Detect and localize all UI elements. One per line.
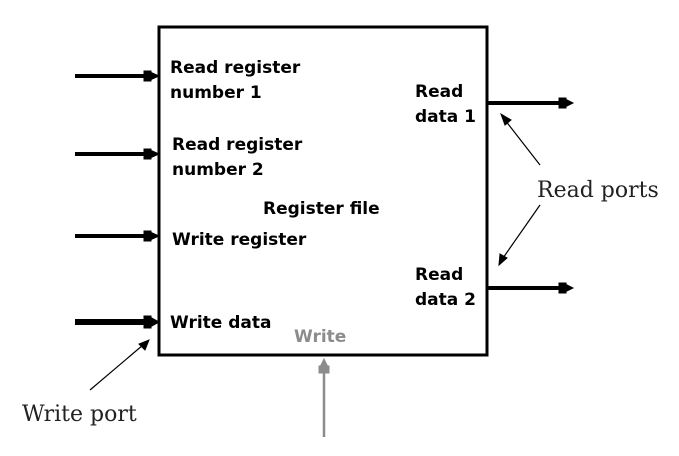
write-data-arrow-tip — [149, 316, 161, 328]
write-control-arrow — [318, 357, 330, 437]
read-ports-pointer-lower — [502, 204, 541, 259]
write-data-label: Write data — [170, 313, 271, 333]
read-register-1-arrow-tip — [149, 71, 161, 81]
output-arrows — [487, 97, 575, 294]
annotation-pointers — [89, 112, 541, 391]
read-ports-annotation: Read ports — [537, 178, 659, 203]
read-register-1-label: Read register number 1 — [170, 58, 306, 103]
input-arrows — [75, 70, 161, 329]
write-port-pointer-tip — [138, 339, 150, 351]
write-control-label: Write — [294, 327, 346, 347]
read-ports-pointer-upper-tip — [500, 112, 512, 126]
write-port-annotation: Write port — [22, 402, 137, 427]
register-file-title: Register file — [263, 199, 380, 219]
read-data-1-label: Read data 1 — [415, 82, 476, 127]
read-register-2-arrow-tip — [149, 149, 161, 159]
read-ports-pointer-lower-tip — [498, 253, 508, 267]
write-register-arrow-tip — [149, 231, 161, 241]
read-data-1-arrow-tip — [564, 98, 575, 108]
write-control-arrow-tip — [319, 357, 329, 368]
read-data-2-arrow-tip — [564, 283, 575, 293]
write-register-label: Write register — [172, 230, 307, 250]
register-file-block — [157, 25, 489, 357]
read-register-2-label: Read register number 2 — [172, 135, 308, 180]
write-port-pointer — [89, 344, 144, 391]
read-ports-pointer-upper — [504, 119, 541, 166]
read-data-2-label: Read data 2 — [415, 265, 476, 310]
